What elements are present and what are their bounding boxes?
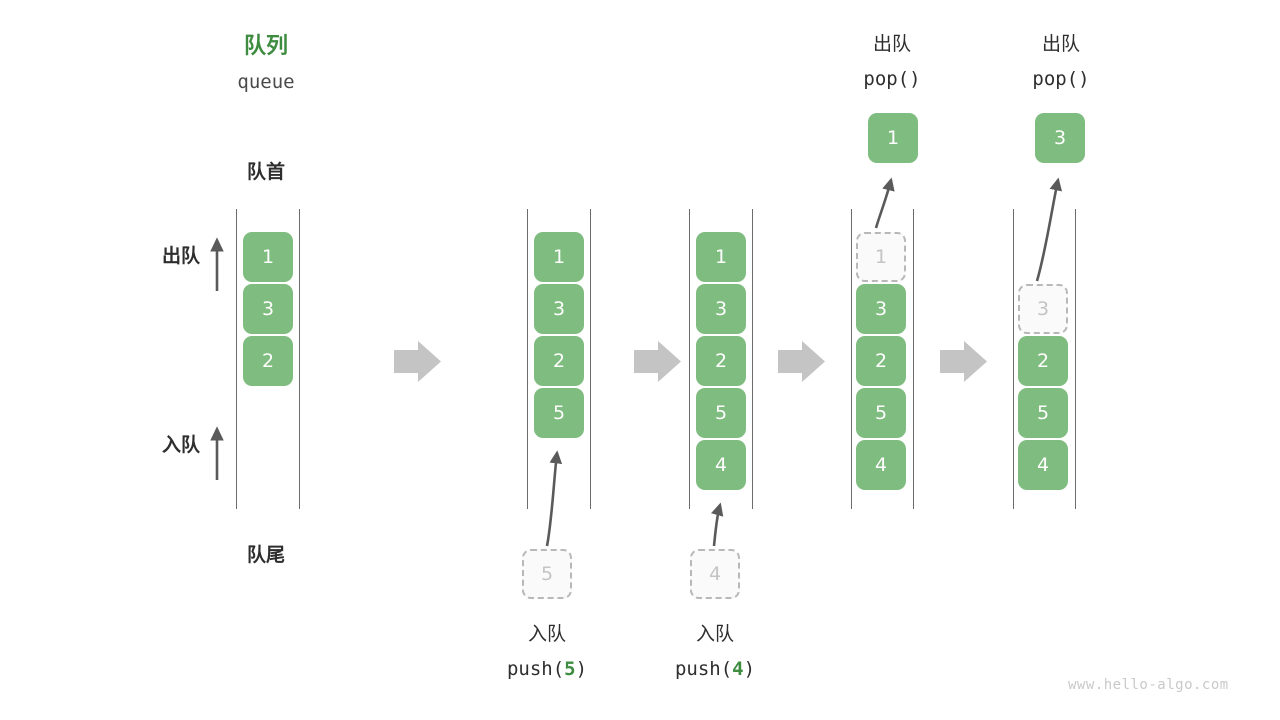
step-caption-code-text: push(: [674, 658, 733, 680]
step-caption-cn: 入队: [527, 623, 566, 645]
queue-rail-right-step2: [590, 209, 591, 509]
queue-rail-right-step3: [752, 209, 753, 509]
push-arrow-5: [545, 450, 563, 547]
step-caption-code-arg: 5: [564, 658, 576, 680]
queue-cell: 3: [696, 284, 746, 334]
queue-incoming-ghost-cell: 4: [690, 549, 740, 599]
step-arrow-icon: [778, 341, 825, 382]
queue-cell: 2: [856, 336, 906, 386]
pop-arrow-3: [1035, 177, 1063, 282]
step-arrow-icon: [940, 341, 987, 382]
queue-rail-right-step4: [913, 209, 914, 509]
queue-popped-cell: 3: [1035, 113, 1085, 163]
queue-rail-left-step3: [689, 209, 690, 509]
queue-cell: 5: [696, 388, 746, 438]
watermark: www.hello-algo.com: [1068, 677, 1229, 693]
step-caption-code: push(4): [655, 657, 775, 682]
queue-rail-left-step4: [851, 209, 852, 509]
queue-cell: 3: [856, 284, 906, 334]
step-caption-code-close: ): [743, 658, 756, 680]
diagram-title-cn: 队列: [243, 34, 288, 59]
queue-cell: 2: [696, 336, 746, 386]
queue-cell: 2: [243, 336, 293, 386]
step-caption-code-arg: 4: [732, 658, 744, 680]
pop-arrow-1: [874, 177, 895, 229]
queue-rail-right-step5: [1075, 209, 1076, 509]
queue-cell-new: 5: [534, 388, 584, 438]
queue-cell: 5: [1018, 388, 1068, 438]
step-caption-code: pop(): [1032, 68, 1090, 90]
queue-cell: 4: [1018, 440, 1068, 490]
push-arrow-4: [711, 502, 724, 547]
step-caption-cn: 出队: [872, 33, 911, 55]
queue-rail-right-step1: [299, 209, 300, 509]
step-caption-code-text: push(: [506, 658, 565, 680]
dequeue-direction-label: 出队: [161, 245, 200, 267]
queue-incoming-ghost-cell: 5: [522, 549, 572, 599]
queue-rail-left-step5: [1013, 209, 1014, 509]
queue-rail-left-step1: [236, 209, 237, 509]
queue-cell: 1: [243, 232, 293, 282]
step-caption-cn: 入队: [695, 623, 734, 645]
queue-cell: 5: [856, 388, 906, 438]
queue-removed-ghost-cell: 1: [856, 232, 906, 282]
step-arrow-icon: [634, 341, 681, 382]
queue-removed-ghost-cell: 3: [1018, 284, 1068, 334]
queue-cell: 3: [534, 284, 584, 334]
diagram-title-en: queue: [237, 71, 295, 93]
step-caption-code: pop(): [863, 68, 921, 90]
step-caption-code-close: ): [575, 658, 588, 680]
step-arrow-icon: [394, 341, 441, 382]
queue-cell: 1: [696, 232, 746, 282]
queue-head-label: 队首: [246, 161, 285, 183]
queue-tail-label: 队尾: [246, 544, 285, 566]
queue-cell-new: 4: [696, 440, 746, 490]
queue-cell: 2: [1018, 336, 1068, 386]
queue-cell: 2: [534, 336, 584, 386]
queue-cell: 3: [243, 284, 293, 334]
step-caption-cn: 出队: [1041, 33, 1080, 55]
queue-popped-cell: 1: [868, 113, 918, 163]
enqueue-direction-label: 入队: [161, 434, 200, 456]
queue-rail-left-step2: [527, 209, 528, 509]
queue-cell: 4: [856, 440, 906, 490]
queue-cell: 1: [534, 232, 584, 282]
step-caption-code: push(5): [487, 657, 607, 682]
